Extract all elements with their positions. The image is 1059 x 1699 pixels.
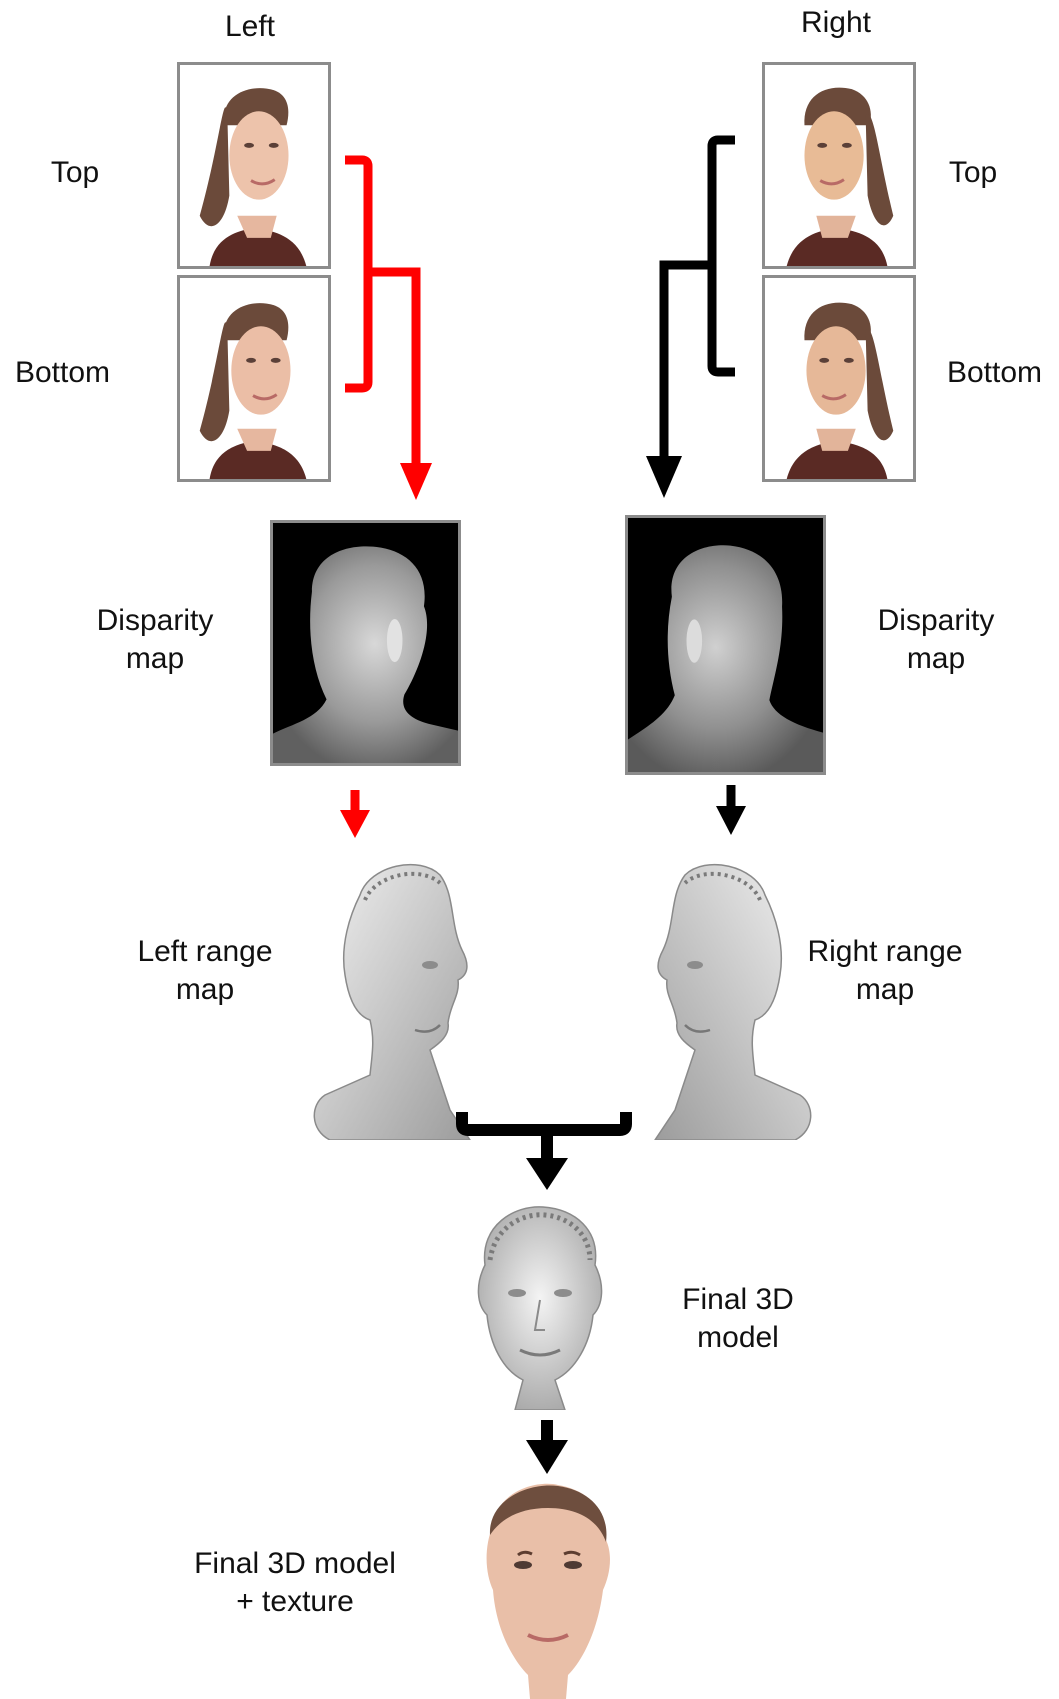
texture-arrowhead: [526, 1440, 568, 1474]
left-red-connector: [345, 160, 416, 812]
left-red-arrowhead-bottom: [340, 810, 370, 838]
right-black-connector: [664, 140, 735, 808]
left-red-arrowhead-top: [400, 463, 432, 500]
merge-arrowhead: [526, 1158, 568, 1190]
right-black-arrowhead-bottom: [716, 806, 746, 835]
right-black-arrowhead-top: [646, 456, 682, 498]
